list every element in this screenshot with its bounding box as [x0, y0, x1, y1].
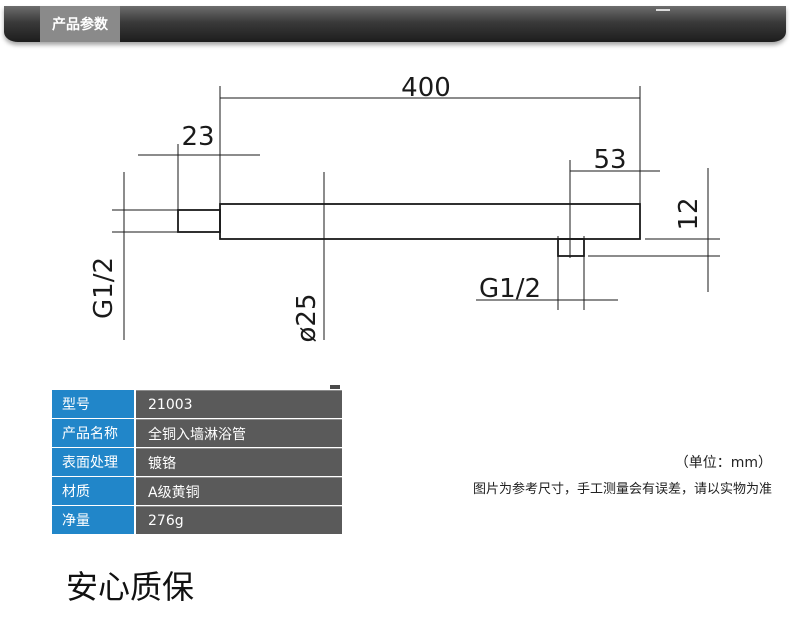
spec-value: 276g — [136, 506, 342, 534]
spec-value: 全铜入墙淋浴管 — [136, 419, 342, 447]
header-bar — [4, 6, 786, 42]
spec-table: 型号 21003 产品名称 全铜入墙淋浴管 表面处理 镀铬 材质 A级黄铜 净量… — [52, 390, 342, 535]
left-fitting — [177, 209, 221, 233]
spec-row: 型号 21003 — [52, 390, 342, 418]
header-mark — [656, 9, 670, 11]
dim-thread-left: G1/2 — [89, 257, 119, 319]
spec-row: 净量 276g — [52, 506, 342, 534]
spec-label: 产品名称 — [52, 419, 134, 447]
disclaimer-note: 图片为参考尺寸，手工测量会有误差，请以实物为准 — [472, 482, 772, 497]
spec-row: 产品名称 全铜入墙淋浴管 — [52, 419, 342, 447]
table-corner-mark — [330, 385, 340, 389]
dim-right-outlet: 53 — [593, 145, 626, 175]
dim-total-length: 400 — [401, 73, 451, 103]
spec-label: 型号 — [52, 390, 134, 418]
spec-label: 净量 — [52, 506, 134, 534]
spec-row: 表面处理 镀铬 — [52, 448, 342, 476]
spec-row: 材质 A级黄铜 — [52, 477, 342, 505]
spec-label: 材质 — [52, 477, 134, 505]
dim-left-fitting: 23 — [181, 122, 214, 152]
outlet-fitting — [557, 238, 585, 257]
header-tab: 产品参数 — [40, 6, 120, 42]
technical-drawing: 400 23 53 12 G1/2 ø25 G1/2 — [89, 73, 720, 343]
spec-value: 21003 — [136, 390, 342, 418]
dim-height: 12 — [674, 197, 704, 230]
dim-thread-bottom: G1/2 — [479, 274, 541, 304]
spec-value: A级黄铜 — [136, 477, 342, 505]
spec-label: 表面处理 — [52, 448, 134, 476]
dim-diameter: ø25 — [292, 294, 322, 343]
unit-note: （单位：mm） — [674, 455, 772, 471]
section-title: 安心质保 — [66, 568, 195, 606]
spec-value: 镀铬 — [136, 448, 342, 476]
pipe-body — [219, 203, 641, 240]
